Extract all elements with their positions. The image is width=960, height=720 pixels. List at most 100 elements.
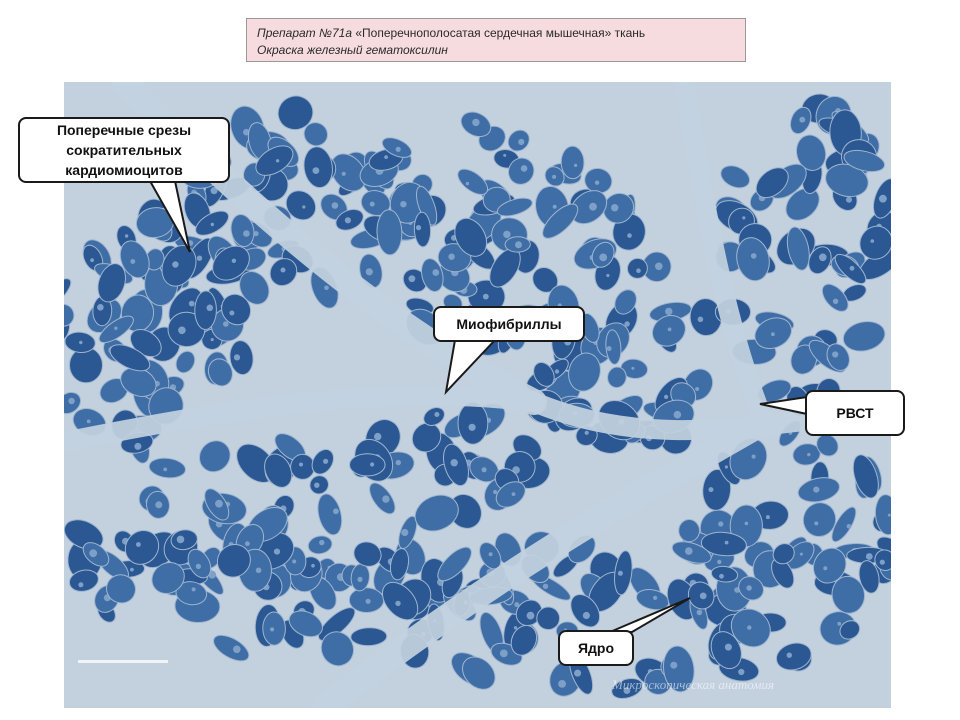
- cell-section: [816, 434, 839, 457]
- myofibril-texture: [750, 253, 757, 259]
- cell-section: [285, 190, 317, 221]
- myofibril-texture: [584, 430, 589, 435]
- myofibril-texture: [229, 310, 235, 316]
- myofibril-texture: [718, 521, 724, 527]
- myofibril-texture: [187, 240, 194, 247]
- myofibril-texture: [68, 397, 75, 405]
- cell-section: [207, 358, 233, 387]
- myofibril-texture: [513, 626, 518, 630]
- myofibril-texture: [78, 582, 84, 588]
- myofibril-texture: [552, 204, 557, 209]
- cell-section: [507, 157, 535, 185]
- cell-section: [97, 263, 126, 303]
- myofibril-texture: [623, 687, 631, 694]
- myofibril-texture: [333, 508, 339, 515]
- myofibril-texture: [178, 326, 186, 335]
- cell-section: [437, 546, 472, 582]
- myofibril-texture: [738, 668, 745, 676]
- myofibril-texture: [832, 351, 839, 358]
- myofibril-texture: [554, 369, 560, 374]
- cell-section: [213, 634, 250, 662]
- myofibril-texture: [846, 196, 852, 203]
- myofibril-texture: [314, 482, 320, 488]
- cell-section: [755, 167, 789, 199]
- myofibril-texture: [865, 553, 873, 560]
- myofibril-texture: [273, 548, 281, 555]
- myofibril-texture: [611, 204, 619, 212]
- myofibril-texture: [481, 467, 487, 473]
- myofibril-texture: [814, 521, 819, 526]
- cell-section: [839, 620, 861, 640]
- cell-section: [124, 529, 160, 565]
- cell-section: [414, 494, 459, 532]
- cell-section: [454, 217, 488, 257]
- myofibril-texture: [499, 649, 508, 658]
- label-nucleus: Ядро: [558, 630, 634, 666]
- cell-section: [187, 548, 212, 579]
- micrograph-image: [64, 82, 891, 708]
- myofibril-texture: [188, 300, 195, 307]
- myofibril-texture: [432, 269, 440, 276]
- myofibril-texture: [434, 412, 440, 417]
- myofibril-texture: [243, 230, 250, 237]
- cell-section: [495, 481, 526, 508]
- myofibril-texture: [90, 258, 94, 263]
- myofibril-texture: [655, 262, 663, 271]
- title-tissue-name: «Поперечнополосатая сердечная мышечная» …: [355, 26, 646, 40]
- myofibril-texture: [136, 542, 141, 547]
- cell-section: [151, 562, 185, 594]
- myofibril-texture: [699, 592, 707, 600]
- cell-section: [826, 343, 850, 371]
- myofibril-texture: [606, 346, 612, 352]
- myofibril-texture: [724, 643, 732, 651]
- cell-section: [381, 581, 419, 621]
- myofibril-texture: [400, 201, 407, 208]
- myofibril-texture: [627, 233, 632, 238]
- myofibril-texture: [395, 146, 401, 152]
- myofibril-texture: [319, 539, 325, 546]
- myofibril-texture: [708, 487, 714, 493]
- myofibril-texture: [163, 467, 168, 472]
- myofibril-texture: [130, 567, 134, 572]
- label-cross-sections: Поперечные срезы сократительных кардиоми…: [18, 117, 230, 183]
- cell-section: [874, 494, 891, 536]
- cell-section: [212, 245, 250, 281]
- cell-section: [221, 293, 252, 326]
- myofibril-texture: [312, 167, 320, 174]
- cell-section: [353, 541, 382, 567]
- myofibril-texture: [302, 205, 306, 209]
- myofibril-texture: [520, 165, 528, 172]
- cell-section: [119, 240, 150, 279]
- cell-section: [602, 192, 635, 224]
- myofibril-texture: [97, 304, 104, 311]
- myofibril-texture: [574, 163, 578, 167]
- cell-section: [662, 645, 695, 693]
- myofibril-texture: [89, 549, 98, 558]
- myofibril-texture: [401, 528, 409, 537]
- cell-section: [710, 631, 742, 670]
- myofibril-texture: [624, 321, 630, 327]
- cell-section: [317, 493, 343, 536]
- myofibril-texture: [747, 625, 752, 630]
- cell-section: [307, 535, 333, 555]
- myofibril-texture: [395, 459, 401, 466]
- myofibril-texture: [653, 595, 658, 601]
- myofibril-texture: [231, 258, 237, 263]
- myofibril-texture: [515, 241, 522, 249]
- myofibril-texture: [210, 187, 218, 195]
- cell-section: [812, 547, 847, 584]
- myofibril-texture: [253, 231, 259, 237]
- myofibril-texture: [697, 316, 704, 323]
- myofibril-texture: [408, 275, 416, 283]
- myofibril-texture: [493, 489, 498, 495]
- cardiomyocyte-cross-sections: [64, 93, 891, 700]
- cell-section: [710, 565, 739, 583]
- myofibril-texture: [664, 394, 669, 399]
- connective-tissue-band: [674, 82, 774, 432]
- myofibril-texture: [86, 419, 91, 424]
- myofibril-texture: [742, 216, 746, 220]
- myofibril-texture: [472, 118, 480, 127]
- title-prefix: Препарат №71а: [257, 26, 356, 40]
- myofibril-texture: [503, 230, 511, 239]
- myofibril-texture: [771, 332, 775, 337]
